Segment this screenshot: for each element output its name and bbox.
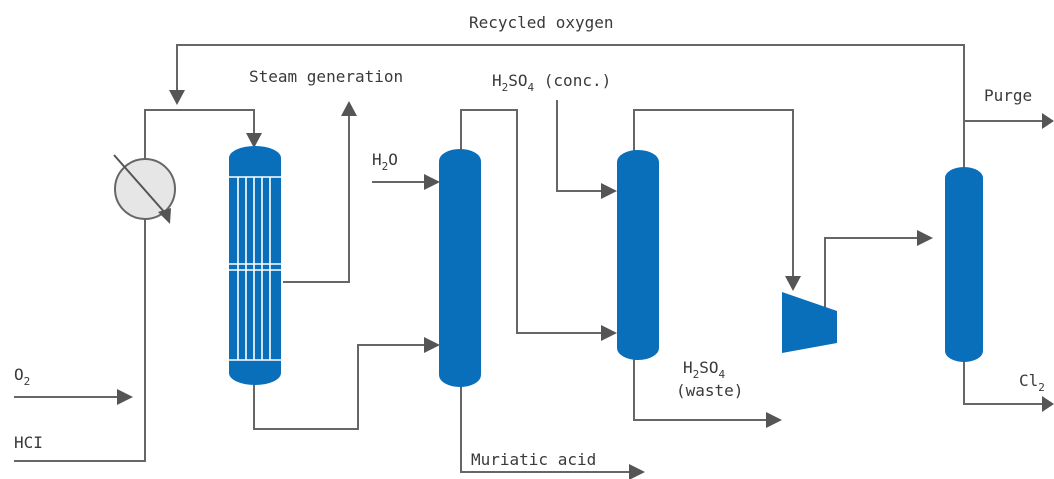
arrow-muriatic-acid [629,464,645,479]
process-lines [14,44,1043,473]
arrow-h2so4-conc [601,183,617,199]
h2so4-conc-label: H2SO4 (conc.) [492,71,611,94]
compressor-icon [782,292,837,353]
recycle-line [176,44,965,167]
steam-generation-label: Steam generation [249,67,403,86]
absorber-column [439,149,481,387]
reactor-tubes [229,176,281,361]
arrow-absorber-inlet [424,337,440,353]
arrow-cl2 [1042,396,1054,412]
steam-line [283,116,350,283]
hcl-line [14,212,146,462]
arrow-steam-up [341,101,357,116]
h2so4-conc-line [556,100,602,192]
mixer-line [144,109,255,178]
arrow-h2o [424,174,440,190]
h2so4-waste-label: H2SO4 [683,358,726,381]
cl2-line [963,361,1043,405]
arrow-reactor-inlet [246,133,262,148]
arrow-compressor-inlet [785,276,801,291]
heat-exchanger-icon [113,154,176,224]
purge-label: Purge [984,86,1032,105]
separator-column [945,167,983,362]
reactor-vessel [229,146,281,385]
absorber-overhead-line [460,109,603,334]
arrow-o2 [117,389,133,405]
recycled-oxygen-label: Recycled oxygen [469,13,614,32]
arrow-dryer-inlet [601,325,617,341]
arrow-separator-inlet [917,230,933,246]
arrowheads [117,90,1054,479]
compressor-outlet-line [824,237,918,310]
h2so4-waste-line [633,358,767,421]
dryer-column [617,150,659,360]
arrow-purge [1042,113,1054,129]
arrow-h2so4-waste [766,412,782,428]
o2-label: O2 [14,365,30,388]
h2o-label: H2O [372,150,398,173]
muriatic-acid-label: Muriatic acid [471,450,596,469]
dryer-overhead-line [633,109,794,276]
hcl-label: HCI [14,433,43,452]
h2so4-waste-sublabel: (waste) [676,381,743,400]
muriatic-acid-line [460,385,630,473]
cl2-label: Cl2 [1019,371,1045,394]
arrow-recycle-down [169,90,185,105]
reactor-outlet-line [253,344,425,430]
